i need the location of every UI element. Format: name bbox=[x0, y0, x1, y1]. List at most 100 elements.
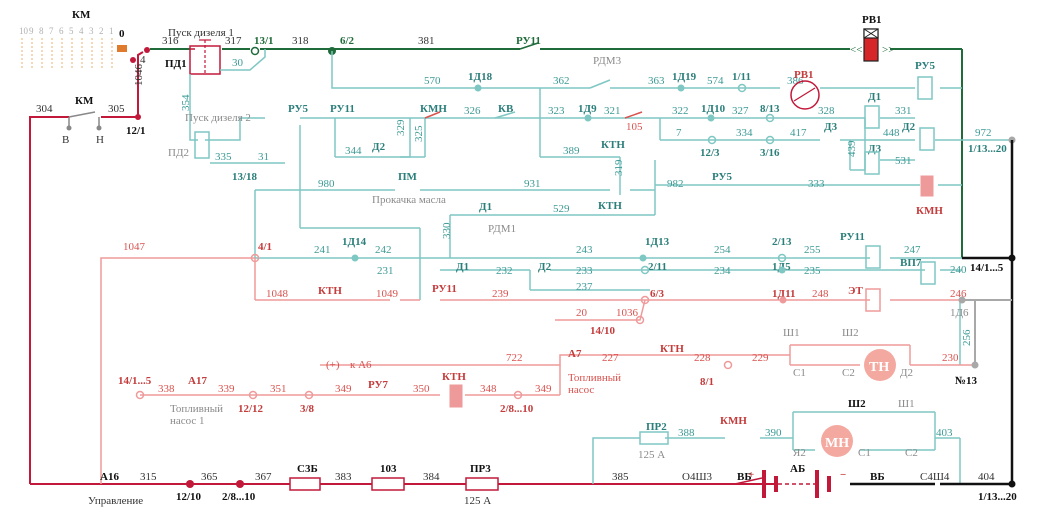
svg-text:531: 531 bbox=[895, 155, 912, 167]
svg-text:ТН: ТН bbox=[869, 360, 889, 375]
svg-text:С1: С1 bbox=[793, 367, 806, 379]
relay-rv1-top: РВ1 bbox=[862, 14, 882, 26]
svg-text:КТН: КТН bbox=[442, 371, 466, 383]
controller-zero-marker bbox=[117, 45, 127, 52]
svg-text:103: 103 bbox=[380, 463, 397, 475]
svg-text:315: 315 bbox=[140, 471, 157, 483]
svg-text:Д2: Д2 bbox=[372, 141, 386, 153]
svg-text:12/3: 12/3 bbox=[700, 147, 720, 159]
svg-text:ПМ: ПМ bbox=[398, 171, 418, 183]
svg-text:14/1...5: 14/1...5 bbox=[970, 262, 1004, 274]
svg-text:316: 316 bbox=[162, 35, 179, 47]
svg-text:ПР2: ПР2 bbox=[646, 421, 667, 433]
svg-text:31: 31 bbox=[258, 151, 269, 163]
svg-text:1Д10: 1Д10 bbox=[701, 103, 726, 115]
controller-position-label: 10 bbox=[19, 26, 29, 36]
svg-text:362: 362 bbox=[553, 75, 570, 87]
svg-text:1Д6: 1Д6 bbox=[950, 307, 969, 319]
svg-text:ЭТ: ЭТ bbox=[848, 285, 863, 297]
svg-text:Пуск дизеля 1: Пуск дизеля 1 bbox=[168, 27, 234, 39]
svg-text:Я2: Я2 bbox=[793, 447, 806, 459]
svg-text:228: 228 bbox=[694, 352, 711, 364]
svg-text:1Д13: 1Д13 bbox=[645, 236, 670, 248]
svg-text:30: 30 bbox=[232, 57, 244, 69]
reverser-km[interactable]: КМ В Н bbox=[62, 95, 104, 146]
svg-text:ВБ: ВБ bbox=[737, 471, 752, 483]
svg-text:С3Б: С3Б bbox=[297, 463, 318, 475]
fuse-103 bbox=[371, 477, 405, 491]
svg-text:331: 331 bbox=[895, 105, 912, 117]
svg-text:242: 242 bbox=[375, 244, 392, 256]
svg-text:233: 233 bbox=[576, 265, 593, 277]
controller-title: КМ bbox=[72, 9, 91, 21]
svg-text:125 А: 125 А bbox=[638, 449, 665, 461]
svg-text:389: 389 bbox=[563, 145, 580, 157]
svg-text:С2: С2 bbox=[905, 447, 918, 459]
svg-text:227: 227 bbox=[602, 352, 619, 364]
svg-text:350: 350 bbox=[413, 383, 430, 395]
svg-text:РУ5: РУ5 bbox=[712, 171, 733, 183]
svg-text:1Д18: 1Д18 bbox=[468, 71, 493, 83]
controller-position-label: 1 bbox=[109, 26, 114, 36]
controller-position-label: 3 bbox=[89, 26, 94, 36]
svg-text:РУ5: РУ5 bbox=[915, 60, 936, 72]
fuse-s3b bbox=[289, 477, 321, 491]
svg-text:РУ11: РУ11 bbox=[840, 231, 865, 243]
svg-text:12/10: 12/10 bbox=[176, 491, 202, 503]
svg-text:344: 344 bbox=[345, 145, 362, 157]
svg-text:12/12: 12/12 bbox=[238, 403, 264, 415]
relay-rv1-mid: РВ1 bbox=[794, 69, 814, 81]
svg-text:388: 388 bbox=[678, 427, 695, 439]
svg-text:(+): (+) bbox=[326, 359, 340, 371]
svg-text:240: 240 bbox=[950, 264, 967, 276]
svg-text:О4Ш3: О4Ш3 bbox=[682, 471, 713, 483]
svg-text:351: 351 bbox=[270, 383, 287, 395]
svg-text:Прокачка масла: Прокачка масла bbox=[372, 194, 446, 206]
controller-position-label: 8 bbox=[39, 26, 44, 36]
svg-text:247: 247 bbox=[904, 244, 921, 256]
svg-text:319: 319 bbox=[613, 159, 625, 176]
svg-text:>>: >> bbox=[882, 44, 894, 56]
svg-text:323: 323 bbox=[548, 105, 565, 117]
svg-text:325: 325 bbox=[413, 125, 425, 142]
svg-text:1048: 1048 bbox=[266, 288, 289, 300]
svg-text:13/18: 13/18 bbox=[232, 171, 258, 183]
svg-text:349: 349 bbox=[335, 383, 352, 395]
controller-position-label: 2 bbox=[99, 26, 104, 36]
crimson-wire-labels: 304 305 1046 4 315 365 367 383 384 385 bbox=[36, 54, 629, 483]
oil-pump-motor-mn bbox=[821, 425, 853, 457]
svg-text:329: 329 bbox=[395, 119, 407, 136]
svg-text:<<: << bbox=[850, 44, 862, 56]
svg-text:1049: 1049 bbox=[376, 288, 399, 300]
svg-text:РУ7: РУ7 bbox=[368, 379, 389, 391]
coil-ru5 bbox=[917, 76, 933, 100]
svg-text:Ш1: Ш1 bbox=[783, 327, 800, 339]
svg-text:−: − bbox=[840, 469, 846, 481]
svg-text:386: 386 bbox=[787, 75, 804, 87]
svg-text:305: 305 bbox=[108, 103, 125, 115]
svg-text:254: 254 bbox=[714, 244, 731, 256]
svg-text:335: 335 bbox=[215, 151, 232, 163]
svg-text:125 А: 125 А bbox=[464, 495, 491, 507]
svg-text:304: 304 bbox=[36, 103, 53, 115]
svg-text:КТН: КТН bbox=[598, 200, 622, 212]
svg-text:417: 417 bbox=[790, 127, 807, 139]
svg-text:339: 339 bbox=[218, 383, 235, 395]
teal-devices: ПД2 Пуск дизеля 2 13/18 1Д18 РДМ3 1Д19 1… bbox=[168, 55, 1016, 461]
reverser-forward: В bbox=[62, 134, 69, 146]
svg-text:3/8: 3/8 bbox=[300, 403, 315, 415]
svg-text:КТН: КТН bbox=[318, 285, 342, 297]
svg-text:334: 334 bbox=[736, 127, 753, 139]
svg-text:383: 383 bbox=[335, 471, 352, 483]
svg-text:255: 255 bbox=[804, 244, 821, 256]
svg-text:РДМ1: РДМ1 bbox=[488, 223, 516, 235]
svg-text:КТН: КТН bbox=[660, 343, 684, 355]
svg-text:363: 363 bbox=[648, 75, 665, 87]
svg-text:13/1: 13/1 bbox=[254, 35, 274, 47]
start-button-pd1[interactable]: Пуск дизеля 1 ПД1 bbox=[165, 27, 234, 75]
start-button-pd2[interactable] bbox=[194, 131, 210, 159]
clock-relay-rv1 bbox=[790, 80, 820, 110]
svg-text:330: 330 bbox=[441, 222, 453, 239]
svg-text:8/1: 8/1 bbox=[700, 376, 714, 388]
